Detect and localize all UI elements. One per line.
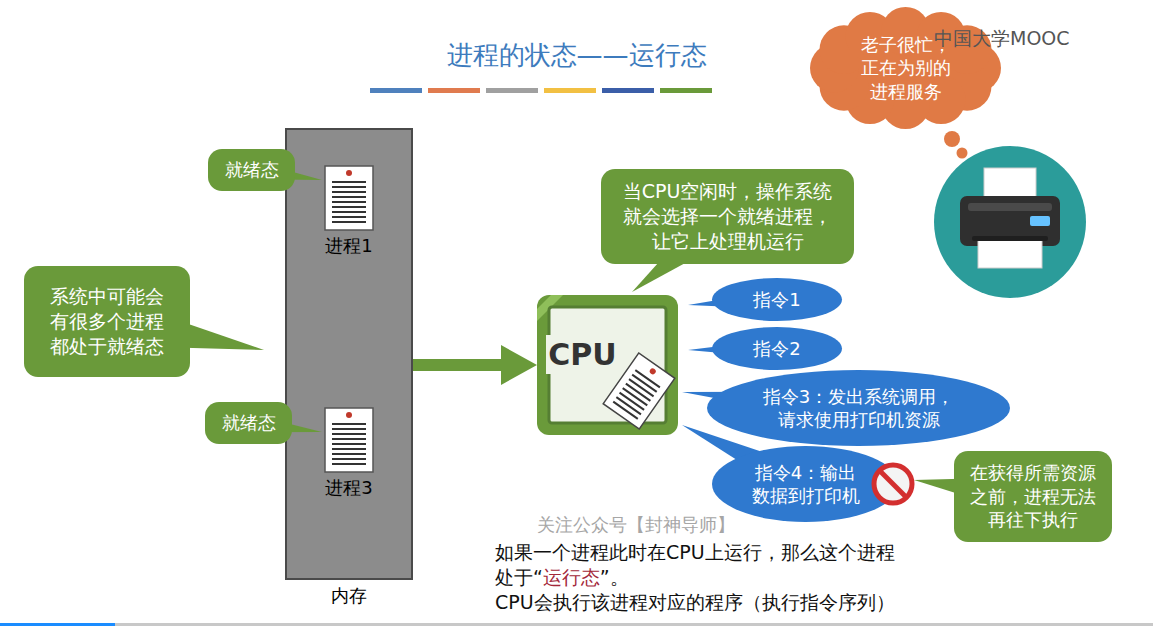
bubble-body [707,370,1010,446]
printer-backdrop [934,146,1086,298]
printer-slot [972,236,1048,241]
memory-band-text: 内存 [285,584,413,607]
document-line [332,438,366,440]
process-icon-text: 进程1 [314,234,384,257]
subtitle-row: 处于“运行态”。 [495,566,629,590]
document-line [332,191,366,193]
cpu-outer [537,295,678,435]
document-line [332,206,366,208]
instruction-bubble-text: 指令2 [752,337,803,360]
printer-paper-out [978,238,1042,268]
instruction-bubble: 指令2 [712,327,842,370]
block-arrow [413,345,537,385]
instruction-bubble-text: 指令4：输出 数据到打印机 [750,461,862,508]
callout-body [205,402,292,444]
subtitle-part: 处于“ [495,566,543,588]
note-callout-text: 当CPU空闲时，操作系统 就会选择一个就绪进程， 让它上处理机运行 [621,179,834,253]
subtitle-line-wrap: 如果一个进程此时在CPU上运行，那么这个进程 [495,541,895,565]
title-bar-segment [428,88,480,93]
document-line [332,216,366,218]
document-line [332,181,366,183]
document-line [332,448,366,450]
document-line [332,433,366,435]
subtitle-part: ”。 [600,566,629,588]
document-dot [649,367,657,375]
subtitle-line: 如果一个进程此时在CPU上运行，那么这个进程 [495,541,895,565]
callout-body [954,451,1112,542]
process-icon-text: 进程3 [314,476,384,499]
process-icon: 进程3 [314,404,384,504]
watermark-wrap: 关注公众号【封神导师】 [537,514,735,537]
title-bar-segment [660,88,712,93]
instruction-bubble: 指令1 [712,278,842,321]
watermark: 关注公众号【封神导师】 [537,514,735,537]
title-bar-segment [370,88,422,93]
watermark-logo-text-wrap: 中国大学MOOC [934,27,1070,51]
instruction-bubble-shape [707,370,1010,446]
document-line [332,443,366,445]
thought-bubble [957,148,968,159]
note-callout-text: 在获得所需资源 之前，进程无法 再往下执行 [968,461,1098,531]
title-bar-segment [544,88,596,93]
memory-body [286,129,412,579]
note-callout-text: 系统中可能会 有很多个进程 都处于就绪态 [48,284,166,358]
progress-track [0,623,1153,626]
printer-screen [1030,216,1050,226]
title-bar-segment [486,88,538,93]
document-line [332,186,366,188]
document-line [332,453,366,455]
arrow-head [501,345,537,385]
subtitle-line: CPU会执行该进程对应的程序（执行指令序列） [495,591,895,615]
document-line [332,458,366,460]
document-line [332,463,366,465]
arrow-shaft [413,359,503,371]
document-line [613,402,638,419]
callout-body [601,169,854,264]
progress-fill [0,623,115,626]
document-page [325,166,373,230]
instruction-bubble: 指令3：发出系统调用， 请求使用打印机资源 [707,370,1010,446]
title-bar-segment [602,88,654,93]
state-callout: 就绪态 [205,402,292,444]
document-line [332,221,366,223]
note-callout: 在获得所需资源 之前，进程无法 再往下执行 [954,451,1112,542]
subtitle-highlight: 运行态 [543,566,600,588]
watermark-logo-text: 中国大学MOOC [934,27,1070,51]
process-icon: 进程1 [314,162,384,262]
document-page [325,408,373,472]
memory-band: 内存进程1进程3 [285,128,413,580]
cpu-chip-text: CPU [546,335,618,374]
document-line [332,201,366,203]
document-line [332,196,366,198]
state-callout-text: 就绪态 [223,158,280,181]
instruction-bubble-text: 指令1 [752,288,803,311]
prohibition-bar [880,471,906,497]
bubble-body [712,327,842,370]
state-callout-text: 就绪态 [220,411,277,434]
instruction-bubble: 指令4：输出 数据到打印机 [712,446,899,522]
instruction-bubble-text: 指令3：发出系统调用， 请求使用打印机资源 [761,385,956,432]
document-dot [346,170,352,176]
cpu-chip: CPU [537,295,678,435]
document-line [332,423,366,425]
document-line [332,211,366,213]
document-dot [346,412,352,418]
callout-body [24,266,190,377]
printer-body [960,196,1060,246]
slide-title: 进程的状态——运行态 [447,40,707,71]
prohibition-sign [874,465,912,503]
note-callout: 系统中可能会 有很多个进程 都处于就绪态 [24,266,190,377]
subtitle-line-wrap: CPU会执行该进程对应的程序（执行指令序列） [495,591,895,615]
callout-body [208,149,295,191]
note-callout: 当CPU空闲时，操作系统 就会选择一个就绪进程， 让它上处理机运行 [601,169,854,264]
bubble-body [712,278,842,321]
instruction-bubble-shape [712,446,899,522]
document-line [332,428,366,430]
bubble-body [712,446,899,522]
thought-cloud: 老子很忙， 正在为别的 进程服务 [810,7,1001,129]
printer-top [968,203,1052,211]
thought-bubble [944,131,960,147]
state-callout: 就绪态 [208,149,295,191]
